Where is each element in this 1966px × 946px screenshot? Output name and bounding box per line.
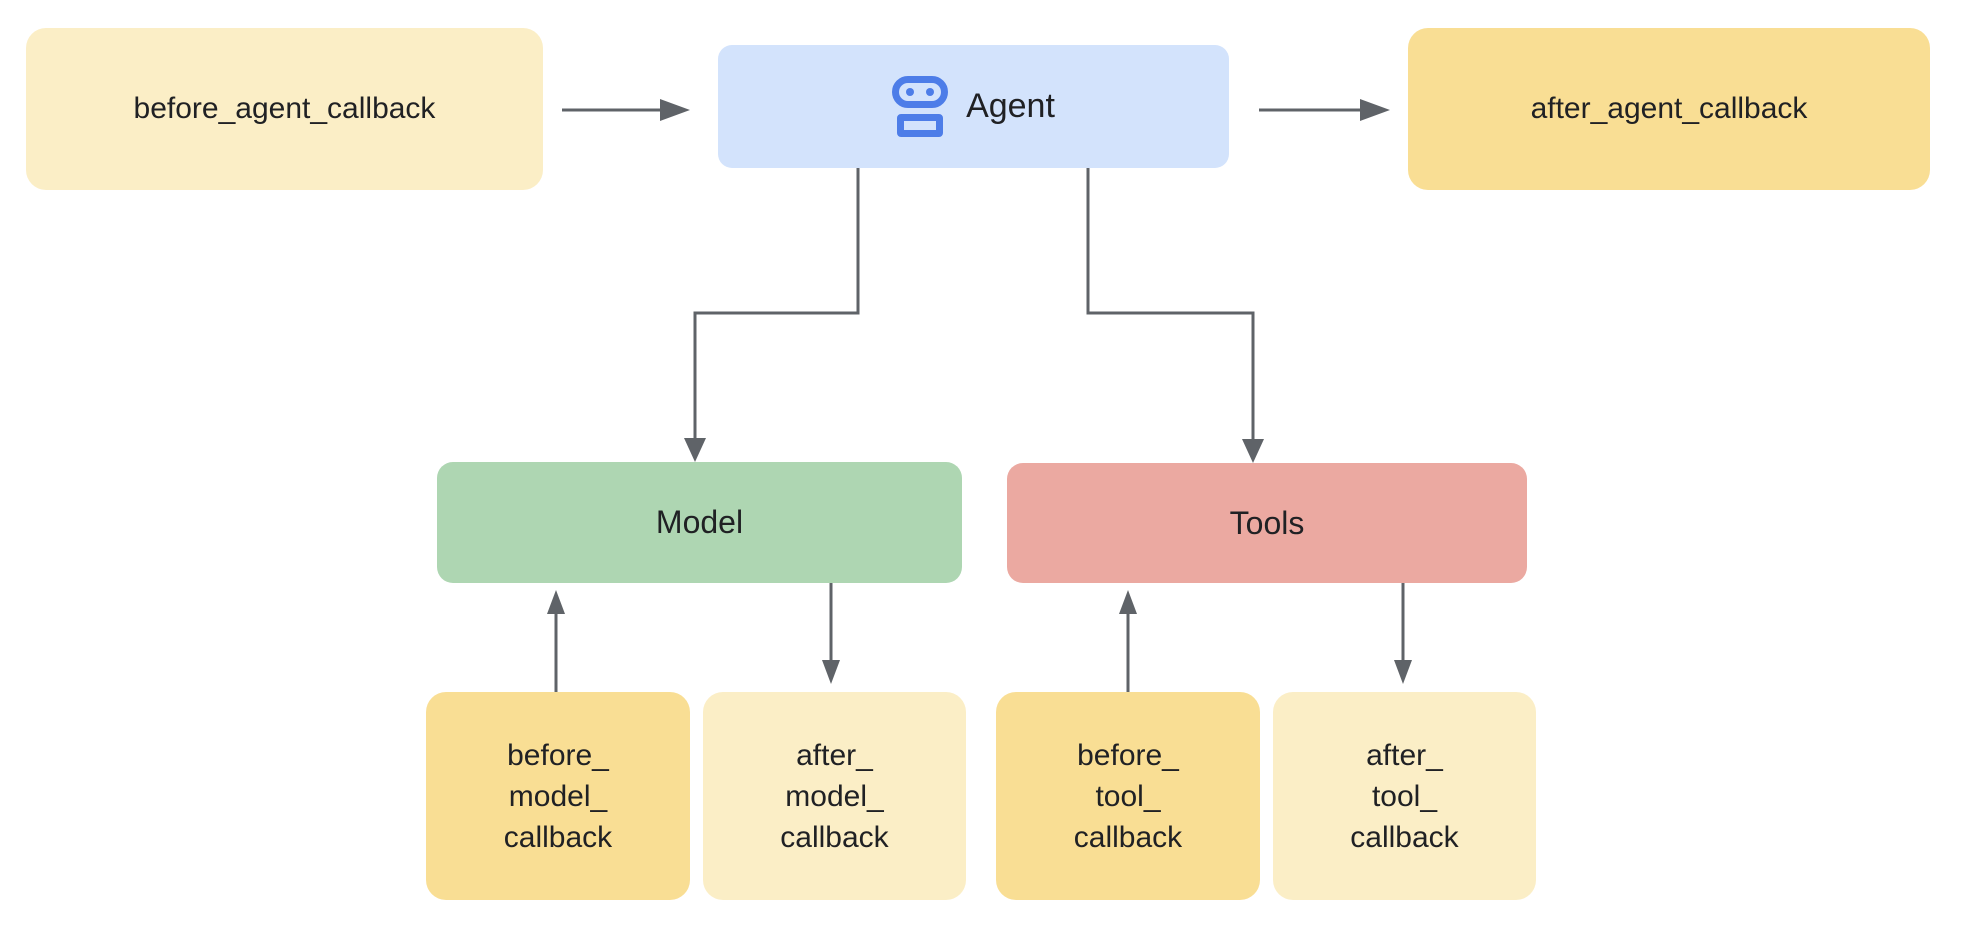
arrowhead-into-model — [684, 438, 706, 462]
node-tools: Tools — [1007, 463, 1527, 583]
arrowhead-down-after-tool — [1394, 660, 1412, 684]
node-before-model-callback: before_ model_ callback — [426, 692, 690, 900]
node-agent: Agent — [718, 45, 1229, 168]
node-after-agent-callback: after_agent_callback — [1408, 28, 1930, 190]
node-label: before_ tool_ callback — [1073, 738, 1183, 854]
node-label: after_ model_ callback — [780, 738, 889, 854]
connector-agent-to-model — [693, 168, 860, 444]
arrowhead-up-tools — [1119, 590, 1137, 614]
node-label: before_agent_callback — [133, 92, 436, 125]
connector-agent-to-tools — [1086, 168, 1255, 445]
node-model: Model — [437, 462, 962, 583]
node-label: Model — [655, 504, 744, 540]
robot-head — [892, 76, 949, 108]
node-label: before_ model_ callback — [503, 738, 613, 854]
robot-eye — [926, 88, 935, 96]
robot-icon — [892, 76, 949, 137]
node-label: after_ tool_ callback — [1350, 738, 1459, 854]
arrowhead-down-after-model — [822, 660, 840, 684]
robot-body — [897, 114, 944, 137]
arrowhead-into-tools — [1242, 439, 1264, 463]
arrowhead-into-agent — [660, 99, 690, 121]
node-after-tool-callback: after_ tool_ callback — [1273, 692, 1536, 900]
node-before-tool-callback: before_ tool_ callback — [996, 692, 1260, 900]
node-label: after_agent_callback — [1530, 92, 1808, 125]
node-before-agent-callback: before_agent_callback — [26, 28, 543, 190]
arrowhead-into-after-agent — [1360, 99, 1390, 121]
robot-eye — [906, 88, 915, 96]
node-label: Tools — [1229, 504, 1305, 541]
node-after-model-callback: after_ model_ callback — [703, 692, 966, 900]
node-label: Agent — [966, 87, 1055, 125]
arrowhead-up-model — [547, 590, 565, 614]
